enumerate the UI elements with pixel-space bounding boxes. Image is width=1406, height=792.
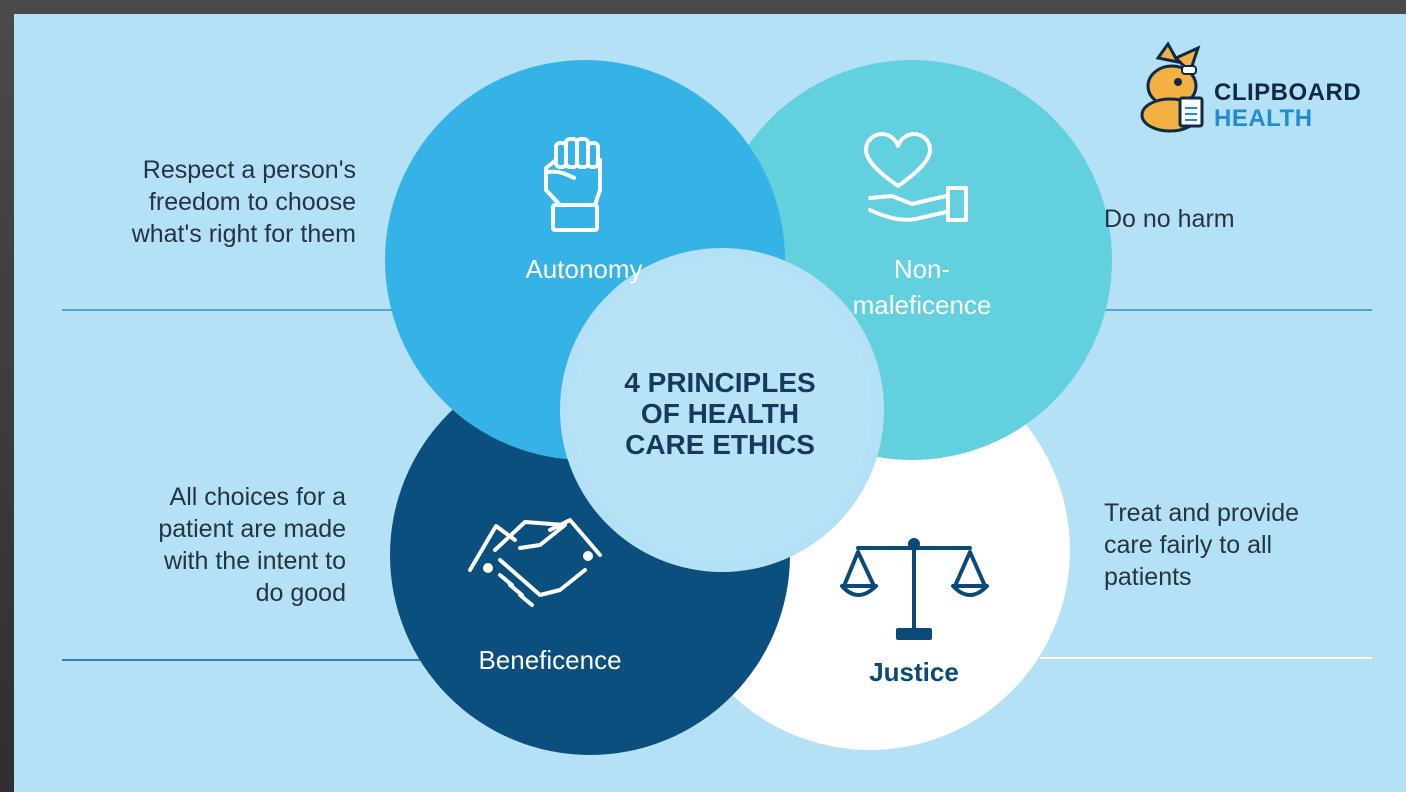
beneficence-description-line: All choices for a	[169, 483, 346, 511]
raised-fist-icon	[544, 137, 602, 232]
beneficence-description-line: do good	[255, 579, 346, 607]
autonomy-description-line: freedom to choose	[148, 188, 356, 216]
center-circle	[572, 260, 872, 560]
justice-description: Treat and provide care fairly to all pat…	[1104, 497, 1374, 593]
nonmaleficence-label: Non- maleficence	[812, 251, 1032, 323]
brand-line-1: CLIPBOARD	[1214, 79, 1362, 106]
nonmaleficence-label-line-2: maleficence	[852, 290, 992, 320]
brand-line-2: HEALTH	[1214, 105, 1313, 132]
autonomy-label: Autonomy	[525, 254, 643, 284]
autonomy-description-line: Respect a person's	[142, 156, 356, 184]
beneficence-description-line: patient are made	[158, 515, 346, 543]
handshake-icon	[468, 518, 602, 607]
justice-description-line: Treat and provide	[1104, 499, 1300, 527]
brand-wordmark: CLIPBOARD HEALTH	[1214, 80, 1361, 132]
center-title: 4 PRINCIPLES OF HEALTH CARE ETHICS	[570, 367, 870, 460]
nonmaleficence-description-line: Do no harm	[1104, 205, 1235, 233]
autonomy-description: Respect a person's freedom to choose wha…	[40, 154, 356, 250]
justice-description-line: care fairly to all	[1104, 531, 1273, 559]
nonmaleficence-description: Do no harm	[1104, 203, 1364, 235]
beneficence-description-line: with the intent to	[163, 547, 346, 575]
center-title-line-3: CARE ETHICS	[625, 429, 815, 460]
bunny-with-clipboard-logo	[1140, 41, 1204, 133]
balance-scale-icon	[840, 538, 989, 640]
center-title-line-1: 4 PRINCIPLES	[624, 367, 816, 398]
center-title-line-2: OF HEALTH	[640, 398, 800, 429]
justice-label: Justice	[869, 657, 959, 687]
nonmaleficence-label-line-1: Non-	[893, 254, 951, 284]
heart-in-hand-icon	[864, 132, 968, 222]
justice-description-line: patients	[1104, 563, 1192, 591]
beneficence-label: Beneficence	[478, 645, 622, 675]
beneficence-description: All choices for a patient are made with …	[40, 481, 346, 609]
autonomy-description-line: what's right for them	[131, 220, 356, 248]
